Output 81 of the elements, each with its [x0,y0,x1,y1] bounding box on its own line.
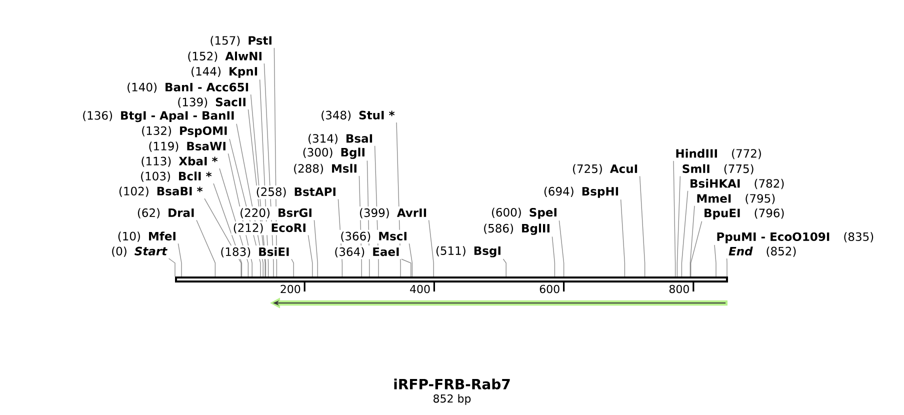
leader-line [219,168,249,277]
enzyme-label: (314) BsaI [308,134,372,144]
leader-line [250,94,266,277]
leader-line [502,258,506,277]
leader-line [358,175,362,277]
leader-line [291,258,294,277]
enzyme-label: (694) BspHI [544,186,618,198]
sequence-length: 852 bp [434,394,471,405]
leader-line [639,176,646,277]
leader-line [338,198,343,277]
sequence-bar [175,276,728,282]
leader-line [264,63,274,277]
leader-line [690,220,702,277]
leader-line [396,122,401,277]
leader-line [401,258,412,277]
leader-line [168,258,176,277]
leader-line [428,220,434,277]
enzyme-label: (586) BglII [484,224,550,235]
sequence-end-label: (0) Start [112,246,168,257]
map-title: iRFP-FRB-Rab7 [394,378,510,390]
enzyme-label: (102) BsaBI * [119,186,203,197]
leader-line [228,153,252,277]
leader-line [681,190,688,277]
enzyme-label: (600) SpeI [492,208,556,219]
leader-line [178,243,182,277]
leader-line [714,244,716,277]
enzyme-label: BsiHKAI (782) [690,178,784,190]
leader-line [248,109,266,277]
enzyme-label: (725) AcuI [573,164,638,174]
leader-line [308,234,313,277]
enzyme-label: (399) AvrII [360,208,426,218]
leader-line [374,145,379,277]
tick-label: 200 [280,284,300,294]
enzyme-label: (348) StuI * [322,110,395,121]
leader-line [213,183,242,277]
enzyme-label: (366) MscI [341,232,406,242]
leader-line [408,243,413,277]
leader-line [259,79,269,277]
enzyme-label: (300) BglI [303,148,364,159]
enzyme-label: (157) PstI [210,36,272,46]
enzyme-label: (62) DraI [138,208,194,218]
leader-line [552,236,556,277]
leader-line [196,220,216,277]
leader-line [366,160,370,277]
enzyme-label: MmeI (795) [697,194,775,204]
leader-line [690,205,695,277]
enzyme-label: (132) PspOMI [142,126,227,138]
enzyme-label: PpuMI - EcoO109I (835) [717,232,874,244]
leader-line [676,176,681,277]
leader-line [236,123,264,277]
enzyme-label: (183) BsiEI [221,247,289,258]
leader-line [274,47,278,277]
tick-label: 600 [540,284,560,294]
enzyme-label: (136) BtgI - ApaI - BanII [83,110,234,122]
enzyme-label: (152) AlwNI [188,52,262,62]
enzyme-label: (103) BclI * [141,172,212,182]
enzyme-label: (10) MfeI [118,232,176,242]
enzyme-label: (220) BsrGI [240,208,312,218]
enzyme-label: (212) EcoRI [234,223,306,234]
leader-line [673,160,676,277]
tick-label: 400 [410,284,430,294]
enzyme-label: (288) MslI [294,164,356,174]
enzyme-label: (113) XbaI * [142,156,218,167]
enzyme-label: (511) BsgI [436,246,500,258]
enzyme-label: (144) KpnI [192,66,258,78]
enzyme-label: (119) BsaWI [149,142,226,152]
leader-line [314,220,318,277]
enzyme-label: (364) EaeI [335,247,399,258]
enzyme-label: (258) BstAPI [256,187,336,198]
leader-line [726,258,728,277]
enzyme-label: HindIII (772) [676,148,761,160]
enzyme-label: BpuEI (796) [704,208,784,220]
sequence-end-label: End (852) [728,246,796,257]
leader-line [558,220,564,277]
leader-line [204,198,242,277]
leader-line [620,199,626,277]
enzyme-label: (140) BanI - Acc65I [128,82,248,93]
enzyme-label: (139) SacII [178,97,246,108]
tick-label: 800 [669,284,689,294]
enzyme-label: SmlI (775) [682,164,754,174]
leader-line [229,138,261,277]
